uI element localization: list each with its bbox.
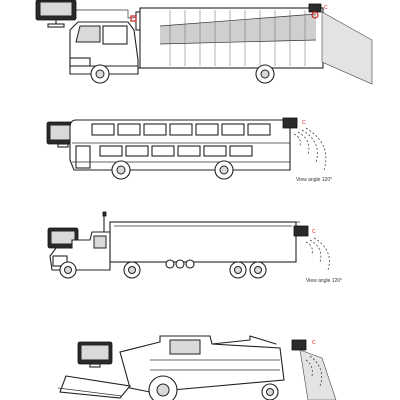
rear-camera — [282, 117, 298, 129]
monitor — [47, 227, 79, 252]
grain-auger — [211, 335, 277, 345]
camera-tag: C — [324, 5, 328, 11]
bus-scene: C View angle 120° — [46, 117, 332, 183]
lower-windows — [99, 145, 253, 157]
camera-tag: C — [302, 120, 306, 126]
camera-tag: C — [312, 229, 316, 235]
rear-view-cone — [299, 349, 337, 400]
camera-view-band — [160, 14, 316, 44]
view-arcs — [305, 355, 323, 387]
harvester-body — [119, 335, 285, 393]
header-cutter — [59, 375, 132, 399]
harvester-scene: C — [57, 335, 337, 400]
view-angle-label: View angle 120° — [306, 278, 342, 284]
semi-truck-scene: C View angle 120° — [47, 211, 342, 284]
rear-camera — [308, 3, 322, 13]
trailer — [109, 221, 297, 263]
rear-view-cone — [321, 11, 373, 85]
view-angle-label: View angle 120° — [296, 177, 332, 183]
fuel-tanks — [165, 259, 195, 269]
monitor — [35, 0, 77, 28]
rear-camera — [293, 225, 309, 237]
view-arcs — [293, 127, 327, 171]
view-arcs — [305, 237, 330, 271]
box-truck-scene: C — [35, 0, 373, 85]
monitor — [77, 341, 113, 368]
upper-windows — [91, 123, 271, 136]
rear-camera — [291, 339, 307, 351]
camera-tag: C — [312, 340, 316, 346]
